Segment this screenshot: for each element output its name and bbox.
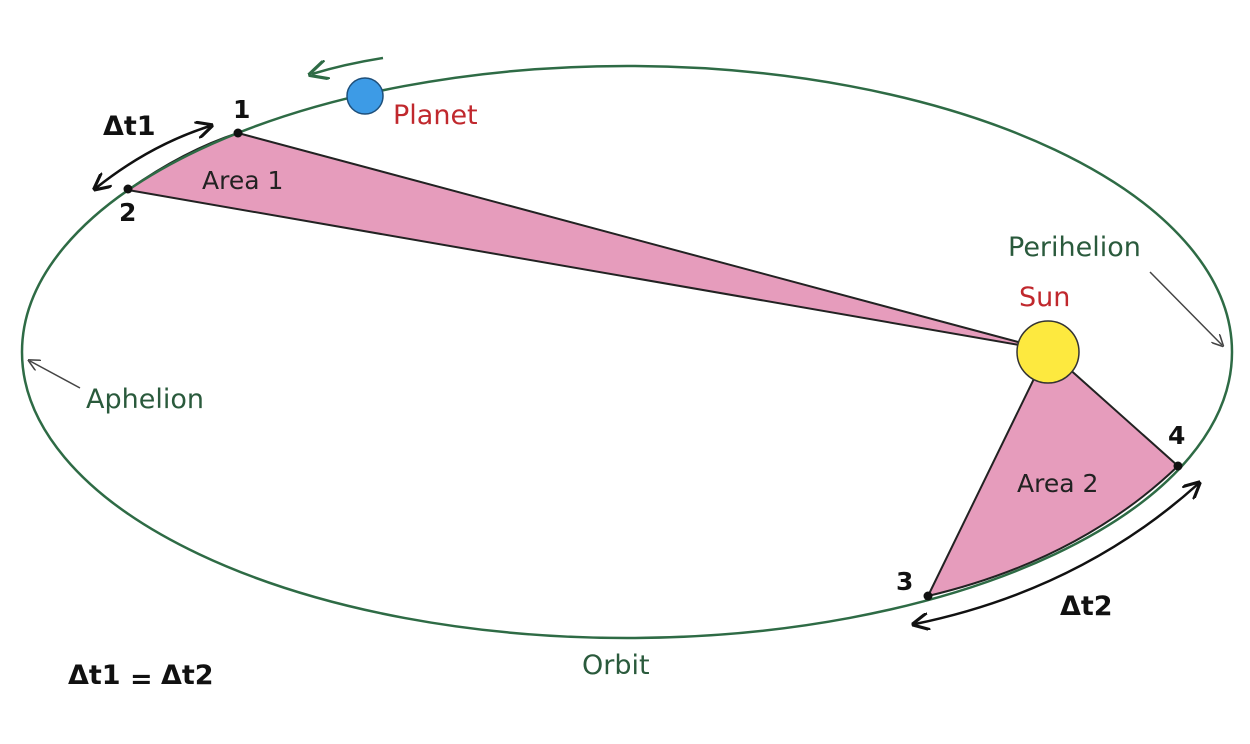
area-2-label: Area 2 bbox=[1017, 469, 1098, 498]
planet-label: Planet bbox=[393, 100, 478, 131]
planet bbox=[346, 77, 384, 115]
equation-right: Δt2 bbox=[161, 660, 214, 691]
sun bbox=[1016, 320, 1080, 384]
point-1-label: 1 bbox=[233, 95, 250, 124]
point-1-dot bbox=[233, 128, 243, 138]
perihelion-pointer bbox=[1149, 271, 1222, 345]
motion-direction-arrow bbox=[312, 56, 384, 74]
point-3-dot bbox=[923, 591, 933, 601]
orbit-label: Orbit bbox=[582, 650, 650, 681]
dt2-label: Δt2 bbox=[1060, 591, 1113, 622]
dt1-label: Δt1 bbox=[103, 111, 156, 142]
point-2-dot bbox=[123, 184, 133, 194]
dt1-arrow bbox=[96, 126, 210, 188]
aphelion-pointer bbox=[30, 361, 81, 389]
point-3-label: 3 bbox=[896, 567, 913, 596]
dt2-arrow bbox=[915, 484, 1198, 624]
point-2-label: 2 bbox=[119, 198, 136, 227]
area-1-label: Area 1 bbox=[202, 166, 283, 195]
sun-label: Sun bbox=[1019, 282, 1070, 313]
point-4-label: 4 bbox=[1168, 421, 1185, 450]
equation-left: Δt1 bbox=[68, 660, 121, 691]
point-4-dot bbox=[1173, 461, 1183, 471]
perihelion-label: Perihelion bbox=[1008, 232, 1141, 263]
orbit-ellipse bbox=[20, 64, 1234, 640]
equation-equals: = bbox=[130, 664, 153, 695]
aphelion-label: Aphelion bbox=[86, 384, 204, 415]
